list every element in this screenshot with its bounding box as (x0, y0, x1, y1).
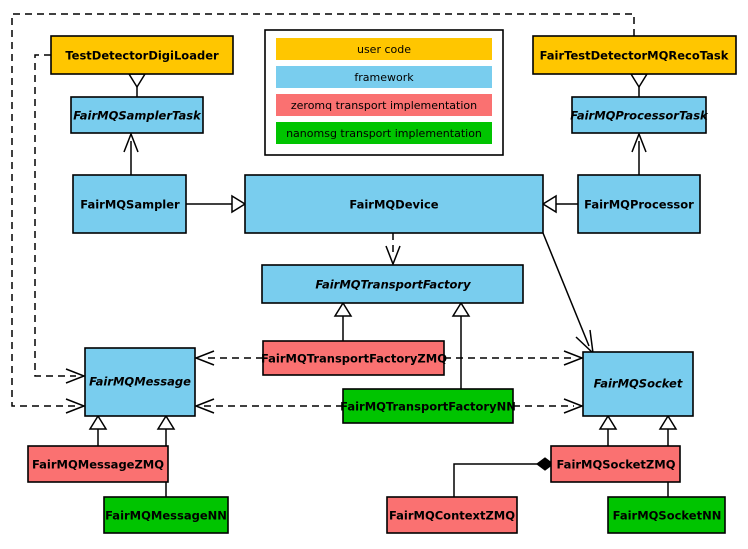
node-FairTestDetectorMQRecoTask[interactable]: FairTestDetectorMQRecoTask (532, 35, 737, 75)
edge-contextzmq-to-socketzmq (453, 457, 554, 497)
legend-swatch-framework (276, 66, 492, 88)
node-FairMQContextZMQ[interactable]: FairMQContextZMQ (386, 496, 518, 534)
edge-factorynn-to-transportfactory (451, 301, 471, 389)
node-FairMQTransportFactoryNN[interactable]: FairMQTransportFactoryNN (340, 388, 516, 424)
edge-socketzmq-to-socket (598, 414, 618, 446)
node-FairMQTransportFactoryZMQ[interactable]: FairMQTransportFactoryZMQ (261, 340, 447, 376)
edge-sampler-to-samplertask (123, 131, 139, 175)
edge-processortask-to-recotask (629, 73, 649, 97)
node-FairMQTransportFactory[interactable]: FairMQTransportFactory (261, 264, 524, 304)
edge-sampler-to-device (186, 194, 247, 214)
node-FairMQSocketNN[interactable]: FairMQSocketNN (607, 496, 726, 534)
node-FairMQSocket[interactable]: FairMQSocket (582, 351, 694, 417)
node-box[interactable] (27, 445, 169, 483)
edge-samplertask-to-digiloader (127, 73, 147, 97)
edge-factoryzmq-to-socket (444, 350, 585, 366)
node-FairMQSampler[interactable]: FairMQSampler (72, 174, 187, 234)
legend-item-zeromq: zeromq transport implementation (276, 94, 492, 116)
node-box[interactable] (386, 496, 518, 534)
node-box[interactable] (577, 174, 701, 234)
legend-swatch-nanomsg (276, 122, 492, 144)
edge-digiloader-to-message (34, 54, 87, 384)
node-FairMQProcessor[interactable]: FairMQProcessor (577, 174, 701, 234)
node-FairMQMessageNN[interactable]: FairMQMessageNN (103, 496, 229, 534)
node-box[interactable] (244, 174, 544, 234)
node-FairMQSocketZMQ[interactable]: FairMQSocketZMQ (550, 445, 681, 483)
node-FairMQMessageZMQ[interactable]: FairMQMessageZMQ (27, 445, 169, 483)
node-box[interactable] (550, 445, 681, 483)
legend: user code framework zeromq transport imp… (264, 29, 504, 156)
legend-item-user-code: user code (276, 38, 492, 60)
edge-recotask-to-message (11, 13, 635, 414)
node-box[interactable] (571, 96, 707, 134)
node-box[interactable] (50, 35, 234, 75)
node-box[interactable] (103, 496, 229, 534)
edge-processor-to-device (541, 194, 578, 214)
edge-factorynn-to-socket (513, 398, 585, 414)
node-TestDetectorDigiLoader[interactable]: TestDetectorDigiLoader (50, 35, 234, 75)
node-box[interactable] (84, 347, 196, 417)
node-box[interactable] (70, 96, 204, 134)
edge-factoryzmq-to-message (193, 350, 263, 366)
edge-processor-to-processortask (631, 131, 647, 175)
edge-messagezmq-to-message (88, 414, 108, 446)
node-box[interactable] (582, 351, 694, 417)
node-box[interactable] (261, 264, 524, 304)
node-box[interactable] (72, 174, 187, 234)
edge-device-to-socket (542, 232, 595, 355)
legend-swatch-user-code (276, 38, 492, 60)
node-box[interactable] (262, 340, 445, 376)
node-FairMQMessage[interactable]: FairMQMessage (84, 347, 196, 417)
legend-swatch-zeromq (276, 94, 492, 116)
edge-factoryzmq-to-transportfactory (333, 301, 353, 341)
edge-device-to-transportfactory (385, 233, 401, 267)
node-FairMQDevice[interactable]: FairMQDevice (244, 174, 544, 234)
legend-item-nanomsg: nanomsg transport implementation (276, 122, 492, 144)
legend-item-framework: framework (276, 66, 492, 88)
node-box[interactable] (532, 35, 737, 75)
node-box[interactable] (607, 496, 726, 534)
node-FairMQSamplerTask[interactable]: FairMQSamplerTask (70, 96, 204, 134)
node-FairMQProcessorTask[interactable]: FairMQProcessorTask (570, 96, 709, 134)
edge-factorynn-to-message (193, 398, 343, 414)
node-box[interactable] (342, 388, 514, 424)
